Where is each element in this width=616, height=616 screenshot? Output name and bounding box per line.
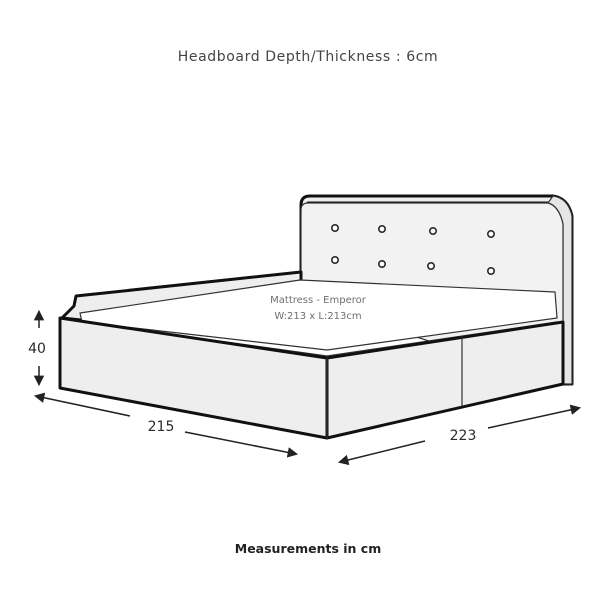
button-dot [486,230,495,239]
button-dot [330,255,339,264]
length-arrow-icon [33,392,131,417]
length-arrow-icon [184,431,299,458]
length-label: 215 [148,419,175,435]
footer-text: Measurements in cm [235,541,381,556]
mattress-size: W:213 x L:213cm [274,311,361,322]
button-dot [377,225,386,234]
button-dot [428,227,437,236]
button-dot [486,266,495,275]
width-label: 223 [450,428,477,444]
headboard-buttons [330,224,495,275]
button-dot [330,224,339,233]
width-arrow-icon [337,440,426,466]
height-label: 40 [28,341,46,357]
header-text: Headboard Depth/Thickness : 6cm [178,49,439,65]
bed-illustration [58,194,574,440]
button-dot [426,261,435,270]
width-arrow-icon [487,404,582,429]
mattress-name: Mattress - Emperor [270,295,367,306]
button-dot [377,259,386,268]
